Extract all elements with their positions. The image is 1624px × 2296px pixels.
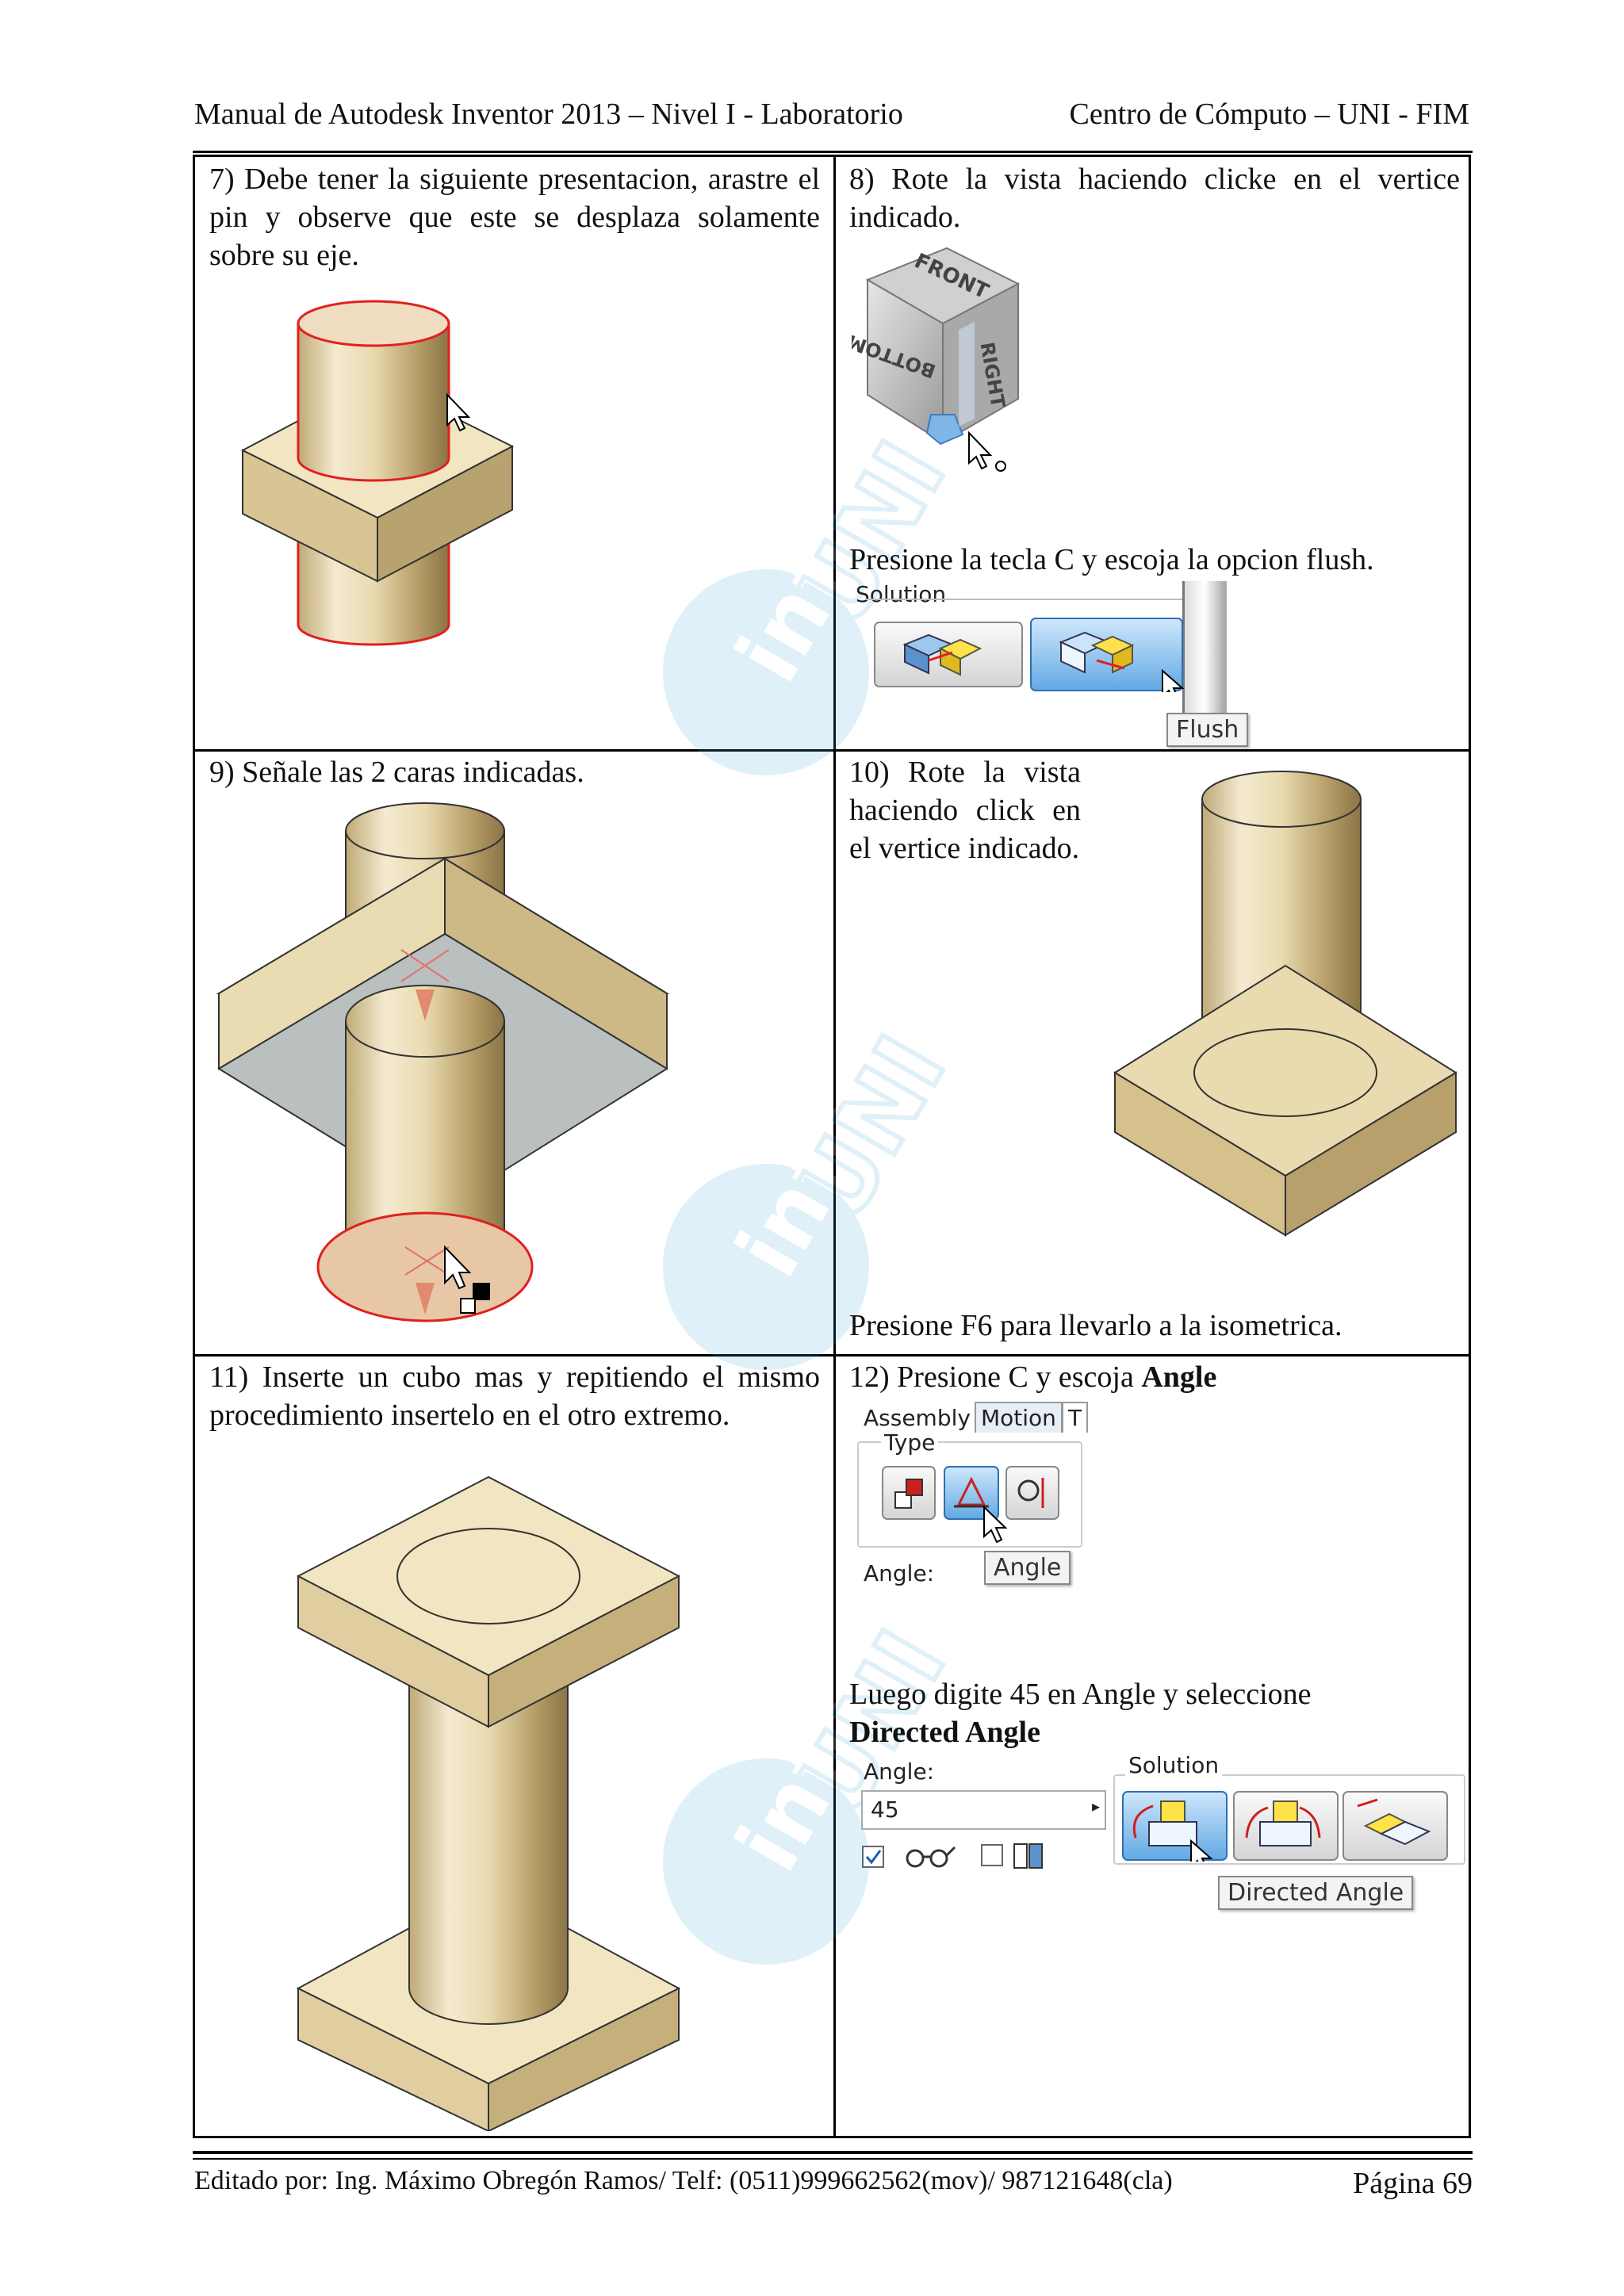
cursor-icon: [983, 1505, 1008, 1544]
predict-offset-checkbox[interactable]: [979, 1842, 1005, 1869]
steps-table: info UNI info UNI info UNI 7) Debe tener…: [193, 155, 1471, 2138]
step-10-text: 10) Rote la vista haciendo click en el v…: [849, 756, 1081, 865]
angle-input[interactable]: 45 ▸: [861, 1790, 1106, 1830]
cursor-icon: [1162, 668, 1184, 692]
angle-field-label: Angle:: [864, 1758, 935, 1785]
header-title: Manual de Autodesk Inventor 2013 – Nivel…: [194, 98, 903, 131]
solution-panel: Solution Flush: [849, 581, 1249, 748]
row-divider-2: [195, 1354, 1469, 1357]
angle-type-button[interactable]: [943, 1465, 1000, 1521]
step-8-instruction: Presione la tecla C y escoja la opcion f…: [849, 543, 1374, 576]
glasses-checkbox[interactable]: [860, 1842, 915, 1873]
solution-label-2: Solution: [1125, 1752, 1223, 1778]
cursor-icon: [968, 430, 993, 470]
dropdown-arrow-icon[interactable]: ▸: [1091, 1797, 1100, 1816]
watermark-logo: info UNI: [663, 422, 970, 775]
type-label: Type: [881, 1429, 939, 1456]
step-7-text: 7) Debe tener la siguiente presentacion,…: [209, 163, 820, 272]
tangent-type-button[interactable]: [1005, 1465, 1060, 1521]
step-7-pin-model: [240, 300, 515, 646]
tab-motion[interactable]: Motion: [975, 1402, 1063, 1433]
step-9-text: 9) Señale las 2 caras indicadas.: [209, 756, 584, 789]
step-10-instruction: Presione F6 para llevarlo a la isometric…: [849, 1309, 1342, 1342]
footer-author: Editado por: Ing. Máximo Obregón Ramos/ …: [194, 2166, 1173, 2195]
glasses-icon: [906, 1846, 956, 1868]
mate-type-button[interactable]: [881, 1465, 936, 1521]
tab-assembly[interactable]: Assembly: [864, 1405, 971, 1431]
footer-rule-thin: [193, 2158, 1473, 2160]
column-divider: [833, 157, 836, 2136]
mate-button[interactable]: [873, 621, 1024, 688]
cursor-icon: [446, 392, 471, 432]
watermark-logo: info UNI: [663, 1016, 970, 1370]
flush-tooltip: Flush: [1166, 713, 1249, 747]
undirected-angle-button[interactable]: [1232, 1790, 1339, 1862]
footer-rule: [193, 2151, 1473, 2154]
step-12-text: 12) Presione C y escoja Angle: [849, 1360, 1217, 1394]
directed-angle-panel: Angle: 45 ▸ Solution: [852, 1751, 1465, 1933]
row-divider-1: [195, 749, 1469, 752]
page-number: Página 69: [1353, 2167, 1473, 2200]
predict-offset-icon: [1013, 1843, 1043, 1869]
step-11-model: [296, 1475, 681, 2131]
step-11-text: 11) Inserte un cubo mas y repitiendo el …: [209, 1360, 820, 1432]
directed-angle-button[interactable]: [1121, 1790, 1228, 1862]
step-10-model: [1113, 771, 1457, 1237]
header-rule: [193, 151, 1473, 153]
explicit-reference-button[interactable]: [1342, 1790, 1449, 1862]
constraint-panel: Assembly Motion T Type Angle: Angle: [849, 1394, 1089, 1592]
header-institution: Centro de Cómputo – UNI - FIM: [1069, 98, 1469, 131]
tab-transitional[interactable]: T: [1062, 1402, 1089, 1433]
viewcube-widget[interactable]: FRONT BOTTOM RIGHT: [852, 236, 1105, 474]
solution-label: Solution: [856, 581, 947, 607]
angle-label: Angle:: [864, 1560, 935, 1586]
directed-angle-tooltip: Directed Angle: [1218, 1876, 1414, 1910]
angle-tooltip: Angle: [984, 1551, 1071, 1585]
step-8-text: 8) Rote la vista haciendo clicke en el v…: [849, 163, 1460, 234]
flush-button[interactable]: [1029, 617, 1184, 692]
step-9-model: [216, 802, 670, 1322]
cursor-icon: [444, 1245, 472, 1290]
page-header: Manual de Autodesk Inventor 2013 – Nivel…: [194, 94, 1473, 141]
